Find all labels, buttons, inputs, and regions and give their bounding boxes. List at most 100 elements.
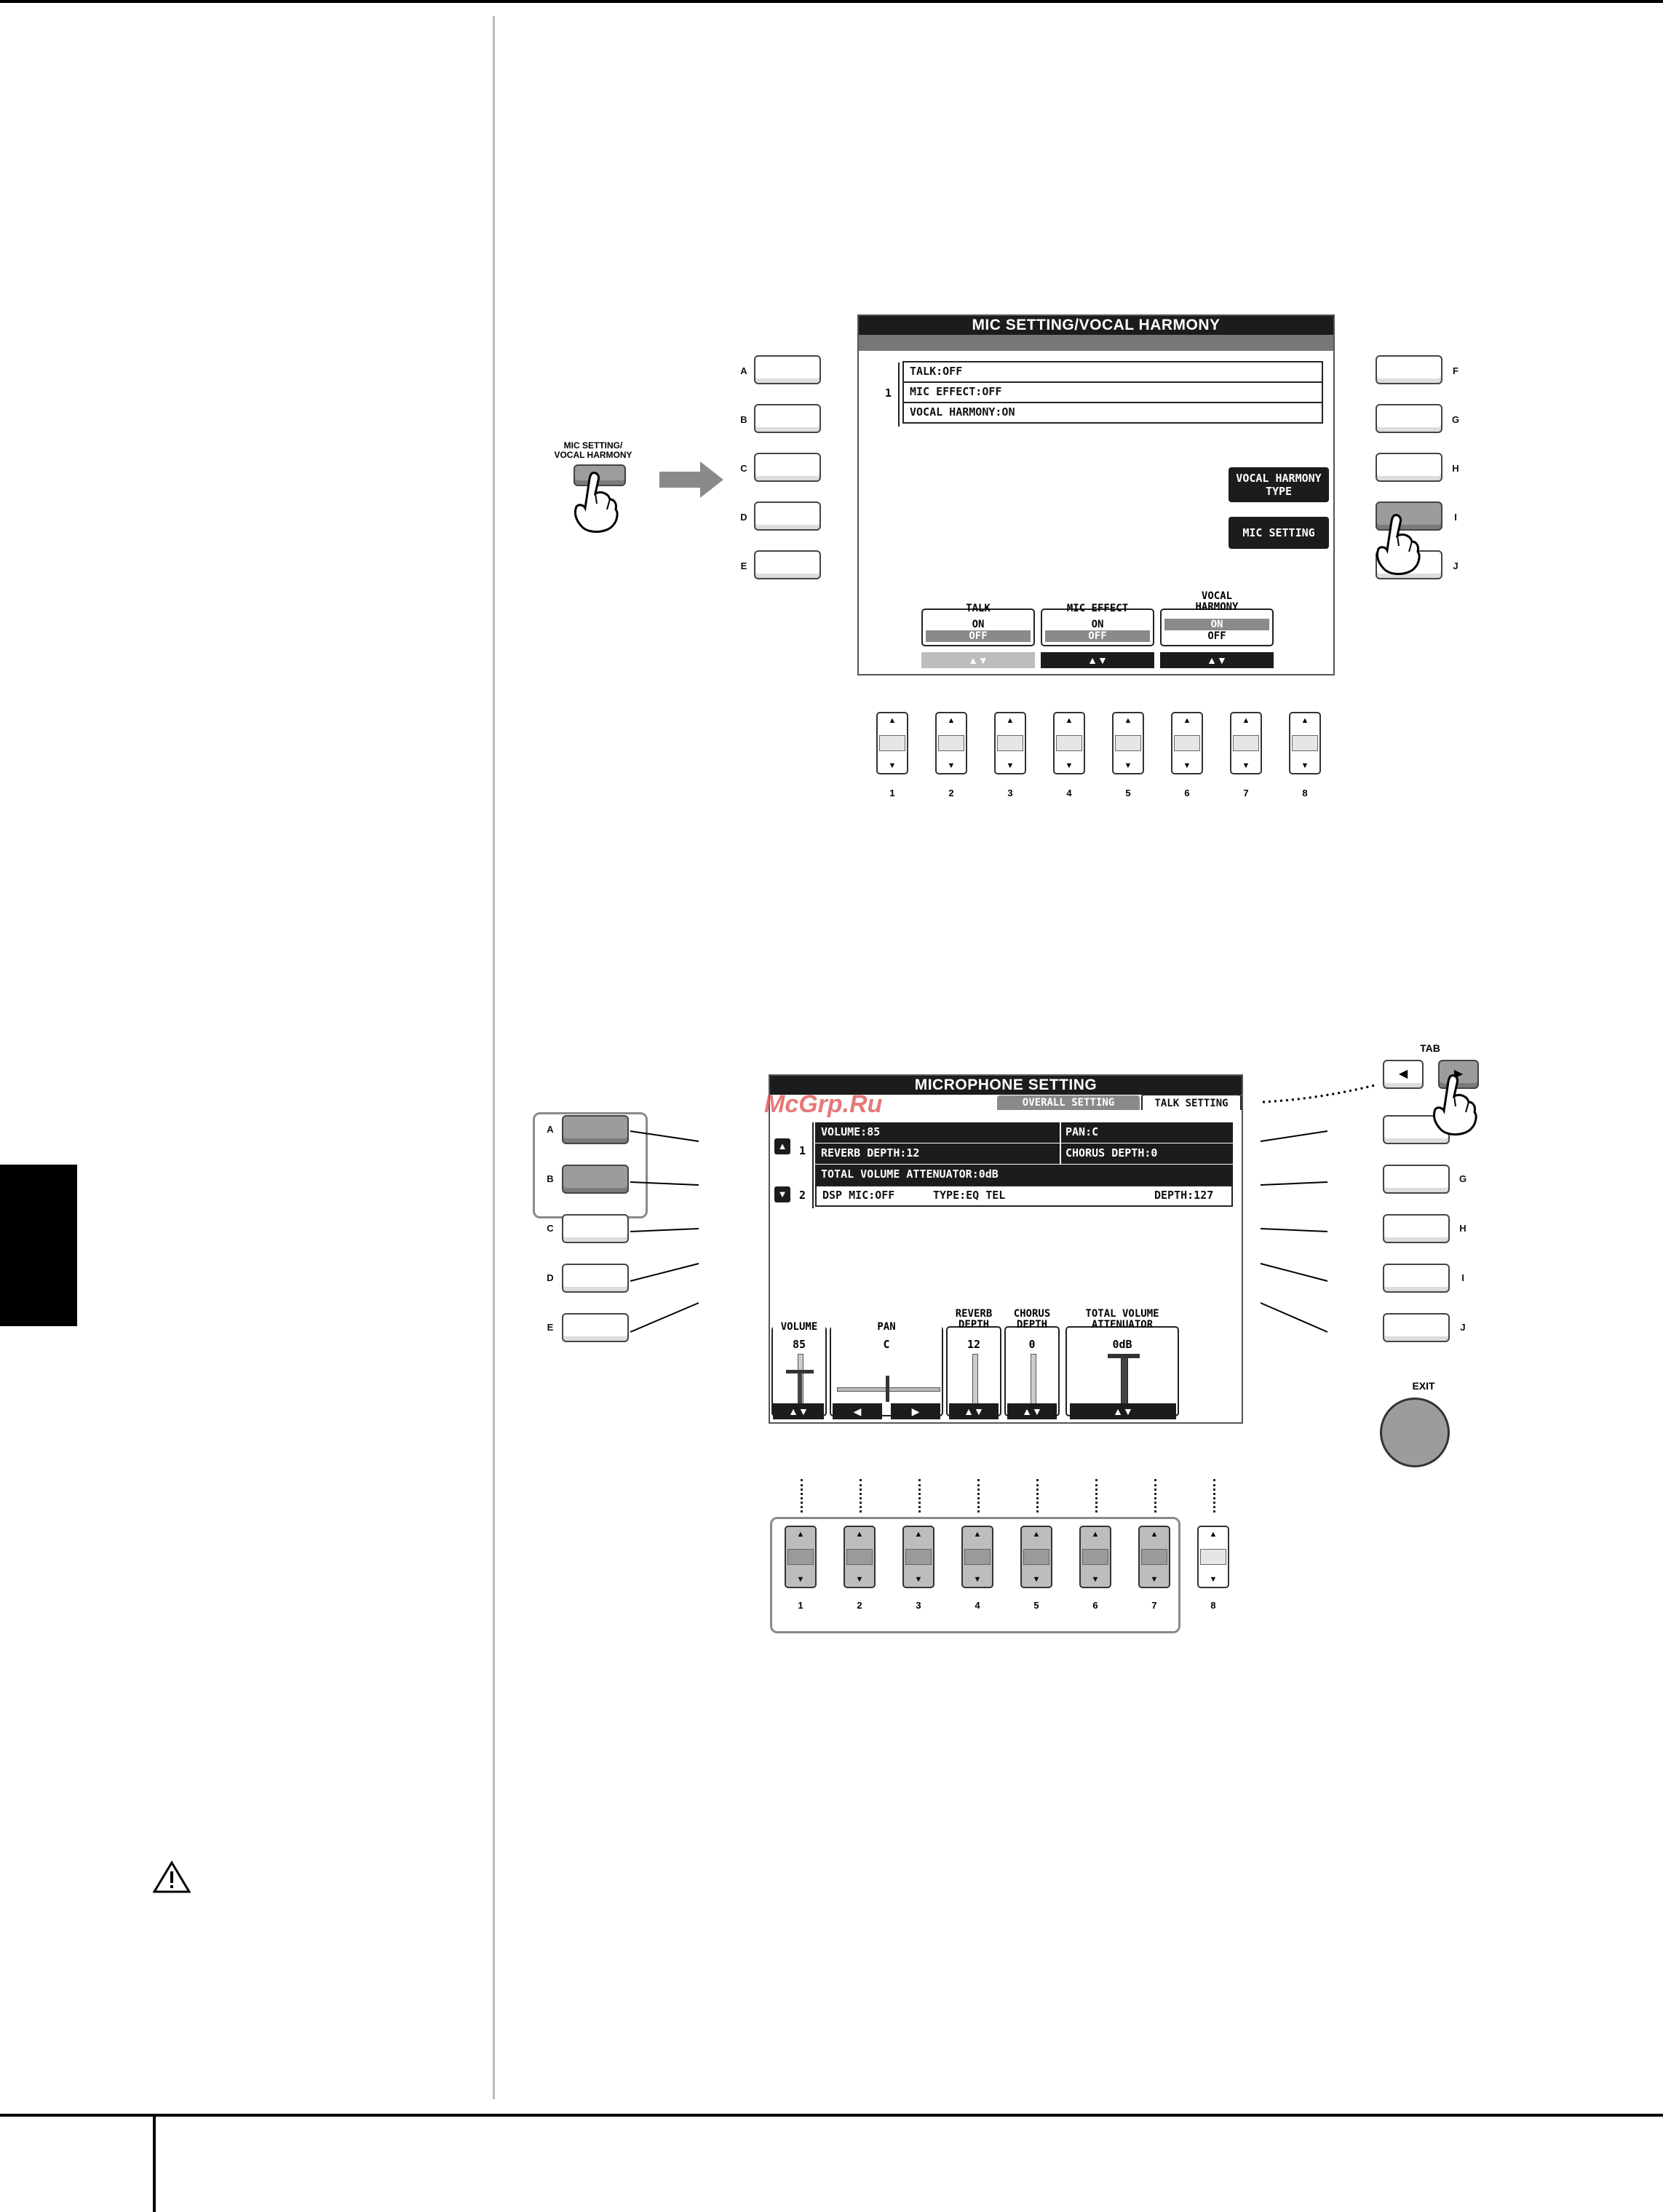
key-label-b: B bbox=[740, 414, 747, 425]
key-group-frame-1-7 bbox=[770, 1517, 1180, 1633]
updown-button-5[interactable]: ▲▼ bbox=[1020, 1526, 1052, 1588]
button-e[interactable] bbox=[754, 550, 821, 579]
tab-right-button[interactable]: ▶ bbox=[1438, 1060, 1479, 1089]
pan-left-arrow[interactable]: ◀ bbox=[833, 1403, 882, 1419]
button-j[interactable] bbox=[1383, 1313, 1450, 1342]
button-i[interactable] bbox=[1376, 502, 1442, 531]
chorus-arrows[interactable]: ▲▼ bbox=[1007, 1403, 1057, 1419]
key-label-d: D bbox=[547, 1272, 554, 1283]
key-label-c: C bbox=[740, 463, 747, 474]
param-mic-effect-arrows[interactable]: ▲▼ bbox=[1041, 652, 1154, 668]
mic-setting-vocal-harmony-button[interactable] bbox=[573, 464, 626, 486]
param-talk-arrows[interactable]: ▲▼ bbox=[921, 652, 1035, 668]
key-label-g: G bbox=[1458, 1173, 1467, 1184]
finger-press-icon bbox=[1432, 1074, 1477, 1135]
updown-button-3[interactable]: ▲▼ bbox=[902, 1526, 934, 1588]
row-pan-right: PAN:C bbox=[1065, 1125, 1099, 1138]
button-h[interactable] bbox=[1383, 1214, 1450, 1243]
row-mic-effect[interactable]: MIC EFFECT:OFF bbox=[902, 381, 1323, 403]
key-label-i: I bbox=[1454, 512, 1457, 523]
scroll-down-icon[interactable]: ▼ bbox=[774, 1186, 790, 1202]
button-b[interactable] bbox=[562, 1165, 629, 1194]
mic-setting-label: MIC SETTING bbox=[1242, 526, 1315, 539]
updown-button-4[interactable]: ▲▼ bbox=[1053, 712, 1085, 774]
pan-right-arrow[interactable]: ▶ bbox=[891, 1403, 940, 1419]
param-vocal-harmony[interactable]: VOCAL HARMONY ON OFF bbox=[1160, 591, 1274, 646]
param-pan[interactable]: PAN C bbox=[830, 1322, 943, 1416]
tab-talk-setting[interactable]: TALK SETTING bbox=[1141, 1094, 1242, 1110]
key-label-e: E bbox=[740, 560, 747, 571]
param-total-volume-attenuator[interactable]: TOTAL VOLUME ATTENUATOR 0dB bbox=[1065, 1309, 1179, 1416]
button-f[interactable] bbox=[1376, 355, 1442, 384]
row-volume[interactable]: VOLUME:85 PAN:C bbox=[815, 1122, 1233, 1143]
button-g[interactable] bbox=[1376, 404, 1442, 433]
param-vocal-harmony-on: ON bbox=[1164, 619, 1269, 630]
updown-button-2[interactable]: ▲▼ bbox=[935, 712, 967, 774]
attenuator-arrows[interactable]: ▲▼ bbox=[1070, 1403, 1176, 1419]
panel-button-label: MIC SETTING/ VOCAL HARMONY bbox=[554, 440, 632, 460]
section-bracket bbox=[898, 362, 900, 427]
updown-button-4[interactable]: ▲▼ bbox=[961, 1526, 993, 1588]
updown-button-2[interactable]: ▲▼ bbox=[844, 1526, 876, 1588]
updown-button-7[interactable]: ▲▼ bbox=[1138, 1526, 1170, 1588]
row-talk[interactable]: TALK:OFF bbox=[902, 361, 1323, 383]
button-h[interactable] bbox=[1376, 453, 1442, 482]
tab-left-button[interactable]: ◀ bbox=[1383, 1060, 1424, 1089]
updown-button-1[interactable]: ▲▼ bbox=[785, 1526, 817, 1588]
exit-button[interactable] bbox=[1380, 1398, 1450, 1467]
dotted-guide-5 bbox=[1036, 1479, 1039, 1513]
param-mic-effect[interactable]: MIC EFFECT ON OFF bbox=[1041, 603, 1154, 646]
exit-label: EXIT bbox=[1412, 1380, 1435, 1392]
button-g[interactable] bbox=[1383, 1165, 1450, 1194]
row-vocal-harmony[interactable]: VOCAL HARMONY:ON bbox=[902, 402, 1323, 424]
param-talk[interactable]: TALK ON OFF bbox=[921, 603, 1035, 646]
row-depth[interactable]: REVERB DEPTH:12 CHORUS DEPTH:0 bbox=[815, 1143, 1233, 1164]
key-label-c: C bbox=[547, 1223, 554, 1234]
updown-button-6[interactable]: ▲▼ bbox=[1079, 1526, 1111, 1588]
param-pan-value: C bbox=[883, 1338, 890, 1351]
param-reverb-head: REVERB DEPTH bbox=[955, 1308, 993, 1331]
button-c[interactable] bbox=[754, 453, 821, 482]
dotted-guide-2 bbox=[860, 1479, 862, 1513]
scroll-up-icon[interactable]: ▲ bbox=[774, 1138, 790, 1154]
bottom-divider-post bbox=[153, 2114, 156, 2212]
param-talk-on: ON bbox=[972, 619, 985, 630]
updown-button-8[interactable]: ▲▼ bbox=[1289, 712, 1321, 774]
number-label-6: 6 bbox=[1092, 1600, 1098, 1611]
button-c[interactable] bbox=[562, 1214, 629, 1243]
button-d[interactable] bbox=[754, 502, 821, 531]
button-e[interactable] bbox=[562, 1313, 629, 1342]
updown-button-3[interactable]: ▲▼ bbox=[994, 712, 1026, 774]
row-reverb-left: REVERB DEPTH:12 bbox=[821, 1146, 920, 1159]
mic-setting-screen-button[interactable]: MIC SETTING bbox=[1229, 517, 1329, 549]
button-i[interactable] bbox=[1383, 1264, 1450, 1293]
reverb-arrows[interactable]: ▲▼ bbox=[949, 1403, 999, 1419]
button-a[interactable] bbox=[754, 355, 821, 384]
updown-button-5[interactable]: ▲▼ bbox=[1112, 712, 1144, 774]
param-vocal-harmony-arrows[interactable]: ▲▼ bbox=[1160, 652, 1274, 668]
dotted-guide-7 bbox=[1154, 1479, 1156, 1513]
vocal-harmony-type-button[interactable]: VOCAL HARMONY TYPE bbox=[1229, 467, 1329, 502]
button-b[interactable] bbox=[754, 404, 821, 433]
param-reverb-depth[interactable]: REVERB DEPTH 12 bbox=[946, 1309, 1001, 1416]
vocal-harmony-type-label: VOCAL HARMONY TYPE bbox=[1236, 472, 1322, 498]
section-number: 1 bbox=[885, 386, 892, 400]
volume-arrows[interactable]: ▲▼ bbox=[773, 1403, 824, 1419]
updown-button-6[interactable]: ▲▼ bbox=[1171, 712, 1203, 774]
param-reverb-value: 12 bbox=[967, 1338, 981, 1351]
updown-button-7[interactable]: ▲▼ bbox=[1230, 712, 1262, 774]
updown-button-8[interactable]: ▲▼ bbox=[1197, 1526, 1229, 1588]
volume-slider-knob bbox=[786, 1370, 814, 1373]
button-a[interactable] bbox=[562, 1115, 629, 1144]
key-label-i: I bbox=[1461, 1272, 1464, 1283]
param-volume[interactable]: VOLUME 85 bbox=[771, 1322, 827, 1416]
button-d[interactable] bbox=[562, 1264, 629, 1293]
updown-button-1[interactable]: ▲▼ bbox=[876, 712, 908, 774]
number-label-4: 4 bbox=[1066, 788, 1072, 798]
tab-left-arrow-icon: ◀ bbox=[1398, 1068, 1408, 1080]
section-bracket bbox=[812, 1122, 814, 1208]
row-attenuator[interactable]: TOTAL VOLUME ATTENUATOR:0dB bbox=[815, 1165, 1233, 1185]
tab-overall-setting[interactable]: OVERALL SETTING bbox=[997, 1095, 1140, 1110]
param-volume-head: VOLUME bbox=[773, 1322, 825, 1333]
row-dsp-mic[interactable]: DSP MIC:OFF TYPE:EQ TEL DEPTH:127 bbox=[815, 1185, 1233, 1207]
